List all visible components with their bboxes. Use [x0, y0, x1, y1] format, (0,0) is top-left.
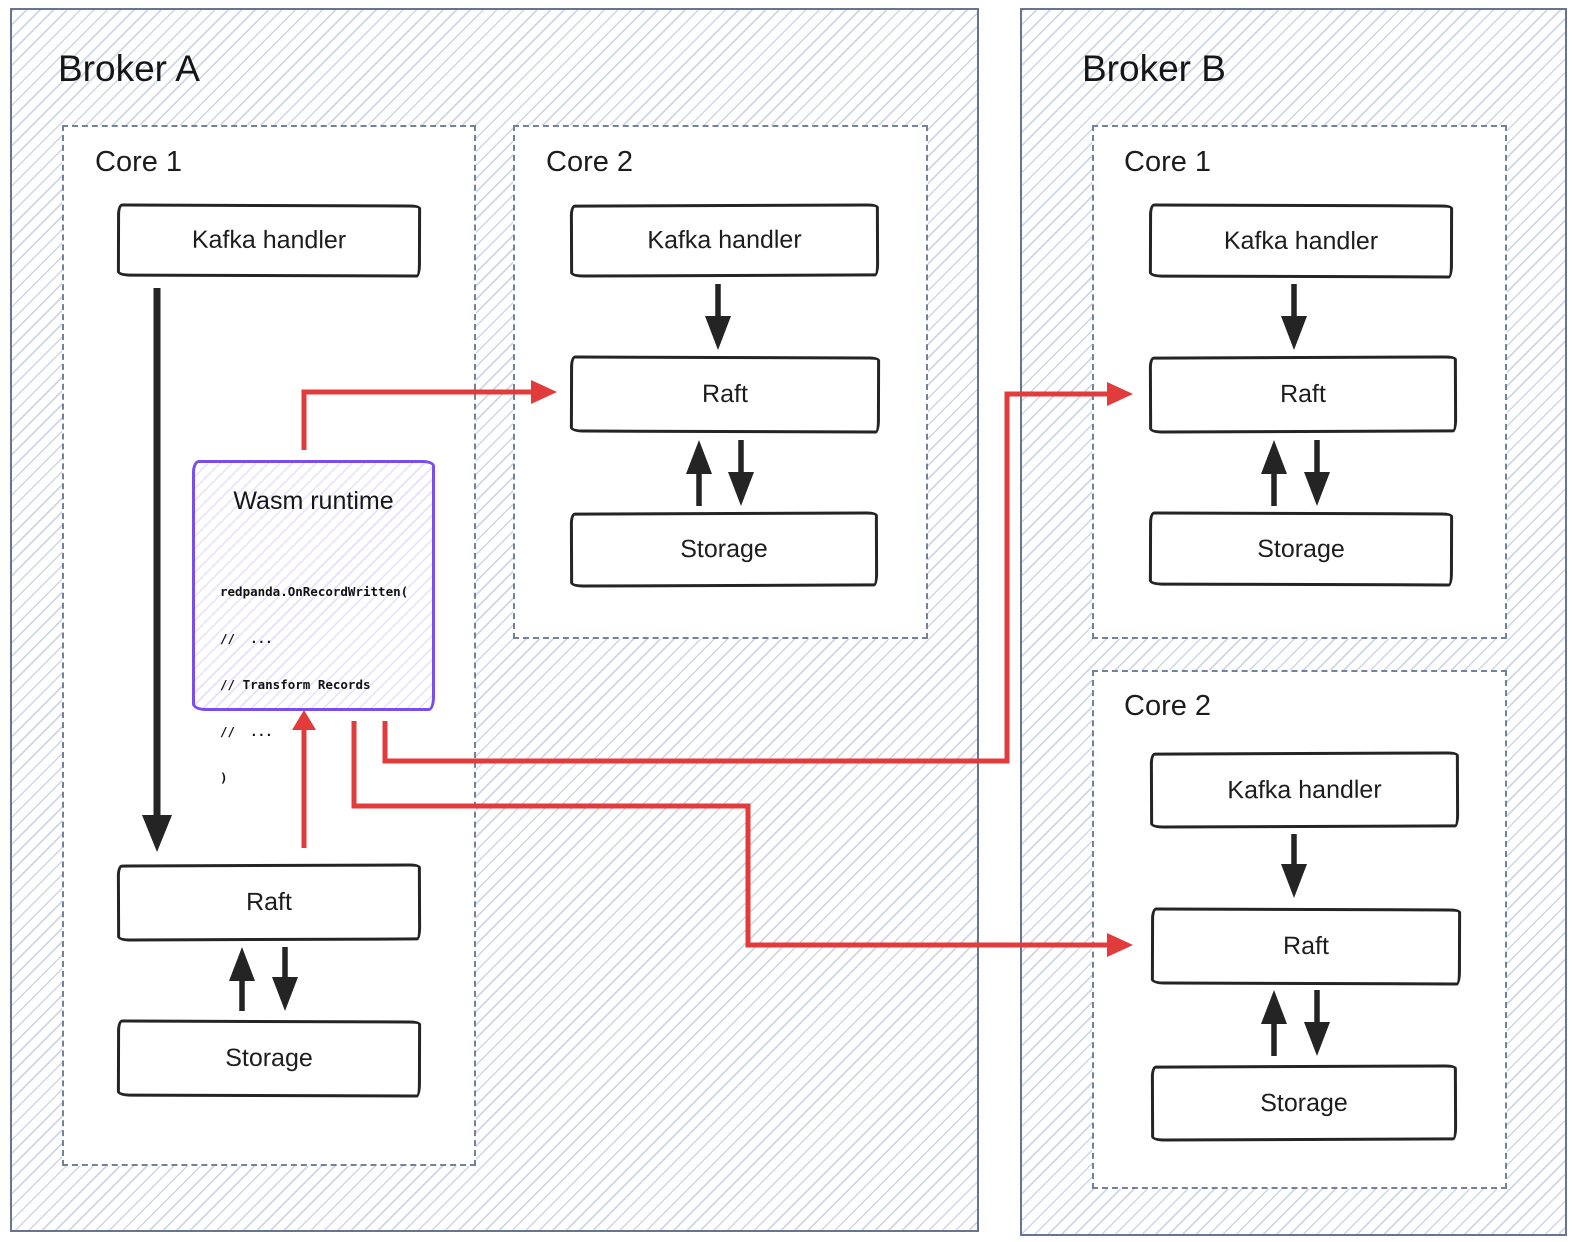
broker-a-core-2-storage-node: Storage: [569, 511, 879, 588]
wasm-code-line: // ...: [220, 723, 273, 739]
broker-b-core-1-kafka-handler-node: Kafka handler: [1148, 203, 1454, 279]
broker-b-title: Broker B: [1082, 48, 1226, 89]
broker-b-core-2-title: Core 2: [1124, 690, 1212, 722]
broker-a-core-2-kafka-handler-node: Kafka handler: [569, 203, 880, 278]
broker-b-core-2-storage-node: Storage: [1150, 1064, 1458, 1142]
wasm-runtime-title: Wasm runtime: [233, 487, 394, 515]
broker-a-core-2-title: Core 2: [546, 146, 634, 178]
wasm-code-line: // Transform Records: [220, 677, 371, 692]
broker-b-core-2-raft-node: Raft: [1150, 907, 1462, 986]
broker-b-core-1-storage-node: Storage: [1148, 511, 1454, 587]
wasm-code-line: ): [220, 770, 228, 785]
broker-b-core-1-title: Core 1: [1124, 146, 1212, 178]
broker-a-core-1-raft-node: Raft: [116, 863, 422, 942]
wasm-code-line: // ...: [220, 630, 273, 646]
broker-a-core-1-kafka-handler-node: Kafka handler: [116, 203, 422, 278]
wasm-code-line: redpanda.OnRecordWritten(: [220, 584, 409, 599]
broker-a-core-1-storage-node: Storage: [116, 1019, 422, 1098]
broker-b-core-2-kafka-handler-node: Kafka handler: [1149, 751, 1460, 829]
broker-a-core-1-wasm-runtime-node: Wasm runtime redpanda.OnRecordWritten( /…: [192, 460, 435, 785]
broker-a-core-2-raft-node: Raft: [569, 355, 881, 434]
broker-a-core-1-title: Core 1: [95, 146, 183, 178]
wasm-runtime-code: redpanda.OnRecordWritten( // ... // Tran…: [220, 553, 408, 817]
broker-a-title: Broker A: [58, 48, 200, 89]
broker-b-core-1-raft-node: Raft: [1148, 355, 1458, 434]
